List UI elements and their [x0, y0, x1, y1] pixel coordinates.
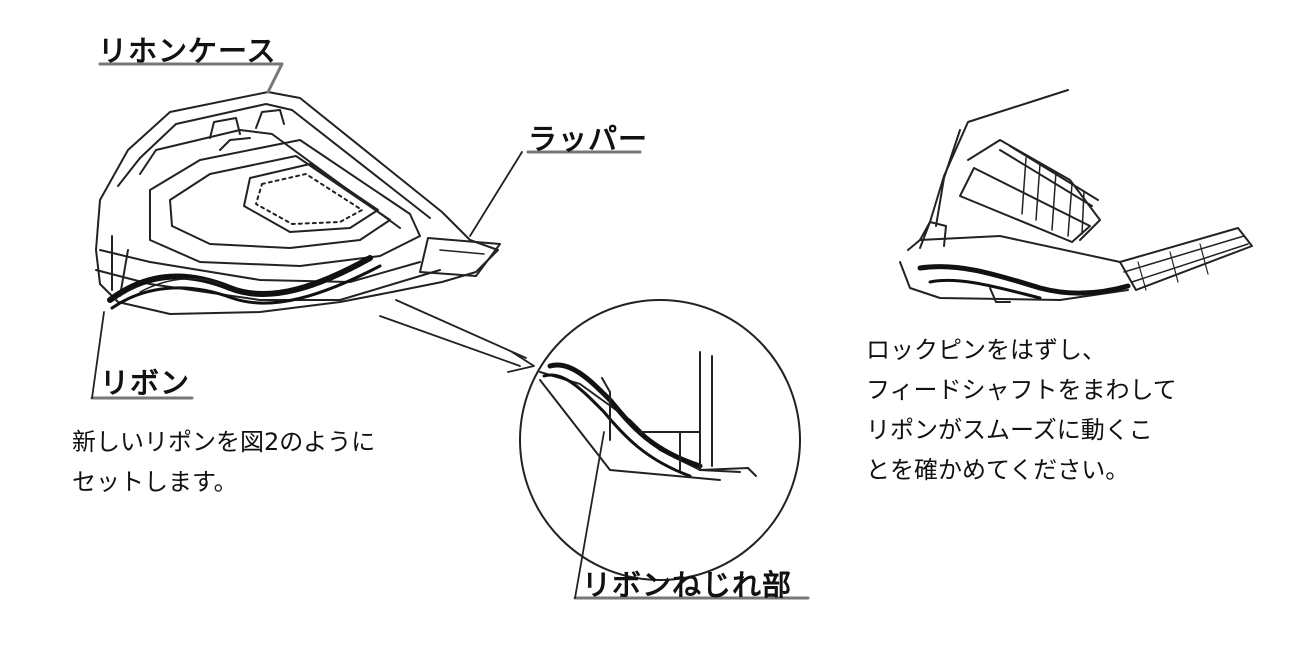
note-left-line-2: セットします。	[72, 468, 238, 496]
note-right-line-1: ロックピンをはずし、	[866, 336, 1106, 364]
label-ribbon: リボン	[100, 366, 191, 400]
ribbon-case-drawing	[95, 91, 499, 315]
note-right-line-3: リポンがスムーズに動くこ	[866, 416, 1153, 444]
note-right-line-2: フィードシャフトをまわして	[866, 376, 1177, 404]
zoom-detail	[519, 299, 801, 581]
wrapper-plate	[419, 237, 501, 277]
printer-drawing	[899, 89, 1253, 303]
note-left-line-1: 新しいリポンを図2のように	[72, 428, 376, 456]
note-right: ロックピンをはずし、 フィードシャフトをまわして リポンがスムーズに動くこ とを…	[866, 330, 1177, 490]
label-ribbon-case: リホンケース	[98, 34, 277, 68]
label-ribbon-twist: リボンねじれ部	[582, 568, 793, 602]
note-left: 新しいリポンを図2のように セットします。	[72, 422, 375, 502]
label-wrapper: ラッパー	[528, 122, 649, 156]
note-right-line-4: とを確かめてください。	[866, 456, 1130, 484]
